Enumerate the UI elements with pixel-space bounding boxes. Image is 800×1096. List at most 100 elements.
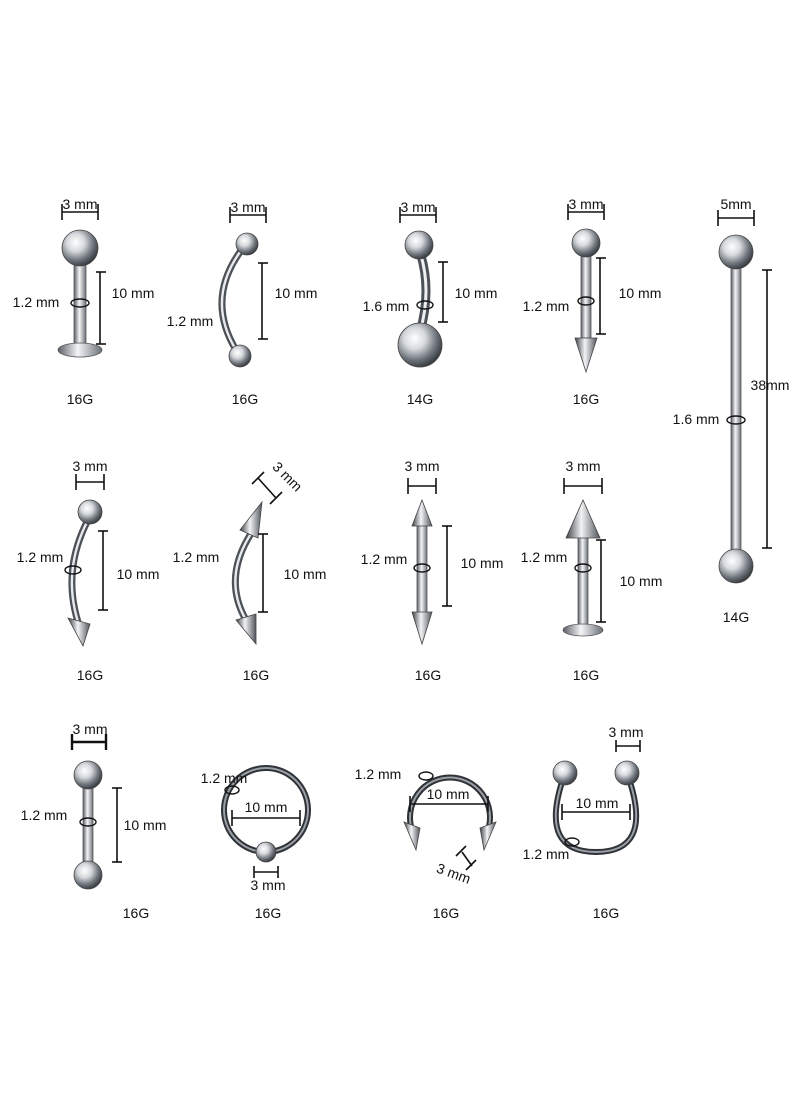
- thickness-ring: [574, 563, 592, 573]
- length-label: 10 mm: [275, 285, 318, 301]
- gauge-label: 16G: [573, 391, 599, 407]
- item-straight-barbell-16g: 3 mm 1.2 mm 10 mm 16G: [21, 721, 167, 921]
- spike-width-dimension: [563, 478, 603, 494]
- flat-disc-icon: [57, 342, 103, 358]
- ball-width-dimension: [717, 210, 755, 226]
- spike-size-label: 3 mm: [566, 458, 601, 474]
- thickness-ring: [224, 785, 240, 795]
- item-industrial-14g: 5mm 1.6 mm 38mm 14G: [673, 196, 790, 625]
- item-curved-barbell-16g: 3 mm 1.2 mm 10 mm 16G: [167, 199, 318, 407]
- thickness-ring: [726, 415, 746, 425]
- thickness-label: 1.6 mm: [363, 298, 410, 314]
- thickness-label: 1.2 mm: [521, 549, 568, 565]
- thickness-label: 1.2 mm: [201, 770, 248, 786]
- item-curved-double-spike-16g: 3 mm 1.2 mm 10 mm 16G: [173, 458, 327, 683]
- gauge-label: 16G: [232, 391, 258, 407]
- length-dimension: [596, 539, 606, 623]
- thickness-label: 1.2 mm: [21, 807, 68, 823]
- ball-width-dimension: [229, 207, 267, 223]
- item-captive-bead-ring-16g: 1.2 mm 10 mm 3 mm 16G: [201, 765, 311, 921]
- spike-width-dimension: [251, 471, 283, 505]
- spike-size-label: 3 mm: [270, 458, 306, 494]
- length-label: 10 mm: [124, 817, 167, 833]
- thickness-label: 1.2 mm: [355, 766, 402, 782]
- spike-width-dimension: [407, 478, 437, 494]
- diameter-dimension: [409, 796, 489, 812]
- right-ball-icon: [614, 760, 640, 786]
- bead-icon: [255, 841, 277, 863]
- curved-bar-highlight: [70, 518, 90, 624]
- thickness-ring: [418, 771, 434, 781]
- bar: [416, 524, 428, 614]
- diameter-label: 10 mm: [576, 795, 619, 811]
- spike-size-label: 3 mm: [405, 458, 440, 474]
- left-ball-icon: [552, 760, 578, 786]
- length-label: 10 mm: [112, 285, 155, 301]
- gauge-label: 16G: [77, 667, 103, 683]
- bottom-spike-icon: [411, 611, 433, 646]
- thickness-ring: [416, 300, 434, 310]
- top-ball-icon: [73, 760, 103, 790]
- item-belly-ring-14g: 3 mm 1.6 mm 10 mm 14G: [363, 199, 498, 407]
- ball-size-label: 3 mm: [609, 724, 644, 740]
- thickness-ring: [577, 296, 595, 306]
- length-label: 38mm: [751, 377, 790, 393]
- gauge-label: 16G: [433, 905, 459, 921]
- gauge-label: 16G: [255, 905, 281, 921]
- gauge-label: 16G: [67, 391, 93, 407]
- bottom-ball-icon: [73, 860, 103, 890]
- ball-size-label: 3 mm: [73, 721, 108, 737]
- thickness-ring: [70, 298, 90, 308]
- ball-width-dimension: [70, 734, 108, 750]
- spike-width-dimension: [455, 845, 477, 871]
- thickness-label: 1.2 mm: [167, 313, 214, 329]
- bottom-spike-icon: [235, 613, 257, 646]
- item-labret-16g: 3 mm 1.2 mm 10 mm 16G: [13, 196, 155, 407]
- gauge-label: 16G: [573, 667, 599, 683]
- curved-bar-highlight: [234, 530, 254, 622]
- flat-disc-icon: [562, 623, 604, 637]
- ball-icon: [571, 228, 601, 258]
- item-curved-ball-spike-16g: 3 mm 1.2 mm 10 mm 16G: [17, 458, 160, 683]
- bead-width-dimension: [253, 866, 279, 878]
- horseshoe-highlight: [554, 781, 638, 854]
- curved-bar-highlight: [220, 250, 242, 352]
- item-spike-bar-16g: 3 mm 1.2 mm 10 mm 16G: [523, 196, 662, 407]
- ball-width-dimension: [567, 204, 605, 220]
- ball-width-dimension: [399, 207, 437, 223]
- length-dimension: [98, 530, 108, 611]
- large-ball-icon: [397, 322, 443, 368]
- item-straight-double-spike-16g: 3 mm 1.2 mm 10 mm 16G: [361, 458, 504, 683]
- bottom-ball-icon: [718, 548, 754, 584]
- bar: [730, 261, 742, 559]
- length-dimension: [96, 271, 106, 345]
- length-dimension: [438, 261, 448, 323]
- thickness-label: 1.6 mm: [673, 411, 720, 427]
- ball-width-dimension: [61, 204, 99, 220]
- ball-size-label: 5mm: [720, 196, 751, 212]
- top-spike-icon: [239, 500, 263, 539]
- gauge-label: 16G: [593, 905, 619, 921]
- gauge-label: 14G: [407, 391, 433, 407]
- top-ball-icon: [235, 232, 259, 256]
- thickness-label: 1.2 mm: [523, 846, 570, 862]
- diameter-dimension: [231, 810, 301, 826]
- ball-size-label: 3 mm: [63, 196, 98, 212]
- length-dimension: [112, 787, 122, 863]
- length-label: 10 mm: [461, 555, 504, 571]
- length-label: 10 mm: [619, 285, 662, 301]
- length-label: 10 mm: [117, 566, 160, 582]
- diameter-dimension: [561, 804, 631, 820]
- ball-icon: [61, 229, 99, 267]
- ball-size-label: 3 mm: [569, 196, 604, 212]
- ball-size-label: 3 mm: [73, 458, 108, 474]
- item-horseshoe-spike-16g: 1.2 mm 10 mm 3 mm 16G: [355, 766, 497, 921]
- bar: [577, 535, 589, 627]
- top-ball-icon: [404, 230, 434, 260]
- horseshoe-ring: [552, 781, 640, 856]
- thickness-ring: [79, 817, 97, 827]
- thickness-ring: [564, 837, 580, 847]
- thickness-ring: [64, 565, 82, 575]
- spike-icon: [67, 617, 91, 648]
